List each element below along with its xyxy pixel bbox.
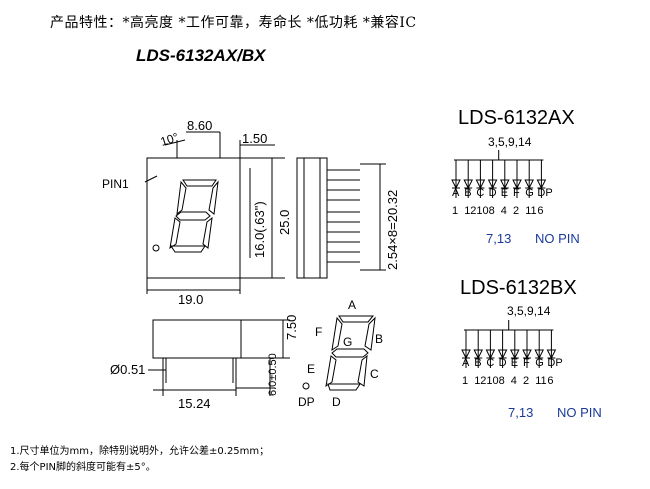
dp-dot [302, 382, 310, 390]
circuit-bx-title: LDS-6132BX [460, 277, 577, 299]
bx-segment-label-2: C [486, 357, 494, 369]
bx-diode-6 [534, 349, 545, 360]
ax-segment-label-5: F [513, 187, 520, 199]
bx-pin-label-2: 10 [486, 375, 498, 387]
bx-pin-label-6: 11 [535, 375, 546, 387]
dim-8-60: 8.60 [187, 118, 212, 133]
ax-pin-label-6: 11 [525, 205, 536, 217]
bx-segment-label-5: F [523, 357, 530, 369]
bx-diode-7 [546, 349, 557, 360]
dimension-labels: PIN1 10° 8.60 1.50 16.0(.63") 25.0 19.0 … [102, 107, 602, 420]
ax-pin-label-1: 12 [464, 205, 476, 217]
circuit-bx-nc-pins: 7,13 [508, 405, 533, 420]
ax-segment-label-0: A [452, 187, 460, 199]
ax-pin-label-3: 8 [489, 205, 495, 217]
bx-pin-label-0: 1 [462, 375, 468, 387]
bx-segment-label-1: B [474, 357, 481, 369]
dim-pitch: 2.54×8=20.32 [385, 190, 400, 270]
notes: 1.尺寸单位为mm，除特别说明外，允许公差±0.25mm； 2.每个PIN脚的斜… [10, 444, 269, 476]
bx-segment-label-6: G [535, 357, 544, 369]
note-1: 1.尺寸单位为mm，除特别说明外，允许公差±0.25mm； [10, 446, 270, 457]
dim-1-50: 1.50 [242, 131, 267, 146]
dim-6-0: 6.0±0.50 [267, 353, 279, 396]
dim-10deg: 10° [159, 130, 181, 149]
ax-diode-5 [512, 179, 522, 190]
bx-diode-0 [461, 349, 471, 360]
bx-pin-label-5: 2 [523, 375, 529, 387]
pin1-label: PIN1 [102, 177, 129, 191]
ax-diode-0 [451, 179, 461, 190]
front-body-outline [146, 157, 241, 279]
seg-label-c: C [370, 367, 379, 381]
ax-diode-6 [524, 179, 535, 190]
dim-15-24: 15.24 [178, 396, 211, 411]
front-digit [169, 179, 219, 253]
circuit-bx-nc-label: NO PIN [557, 405, 602, 420]
pin1-dot [152, 244, 160, 252]
seg-label-d: D [332, 395, 341, 409]
ax-segment-label-3: D [489, 187, 497, 199]
dim-7-50: 7.50 [284, 315, 299, 340]
front-view [144, 131, 285, 294]
dim-25-0: 25.0 [277, 210, 292, 235]
ax-diode-2 [475, 179, 486, 190]
ax-pin-label-5: 2 [513, 205, 519, 217]
segment-diagram [302, 315, 376, 391]
bx-diode-5 [522, 349, 532, 360]
circuit-ax-nc-label: NO PIN [535, 231, 580, 246]
ax-diode-3 [487, 179, 498, 190]
ax-diode-7 [536, 179, 547, 190]
ax-diode-1 [463, 179, 474, 190]
bx-diode-4 [509, 349, 520, 360]
seg-label-e: E [307, 362, 315, 376]
bottom-view [148, 319, 290, 396]
bx-diode-3 [497, 349, 508, 360]
bx-diode-1 [473, 349, 484, 360]
bx-segment-label-3: D [499, 357, 507, 369]
dim-19-0: 19.0 [178, 292, 203, 307]
ax-segment-label-7: DP [537, 187, 552, 199]
circuit-ax-title: LDS-6132AX [458, 107, 575, 129]
ax-diode-4 [499, 179, 510, 190]
bottom-body-outline [152, 319, 242, 359]
circuit-ax-nc-pins: 7,13 [486, 231, 511, 246]
ax-pin-label-7: 6 [537, 205, 543, 217]
seg-label-b: B [375, 332, 383, 346]
bx-pin-label-4: 4 [511, 375, 517, 387]
bx-pin-label-1: 12 [474, 375, 486, 387]
dim-pin-diameter: Ø0.51 [110, 362, 145, 377]
ax-pin-label-0: 1 [452, 205, 458, 217]
dim-16-0: 16.0(.63") [252, 201, 267, 258]
model-title: LDS-6132AX/BX [136, 46, 266, 65]
ax-segment-label-4: E [501, 187, 508, 199]
ax-pin-label-2: 10 [476, 205, 488, 217]
ax-segment-label-2: C [476, 187, 484, 199]
seg-label-dp: DP [298, 395, 315, 409]
ax-pin-label-4: 4 [501, 205, 507, 217]
side-view [296, 157, 386, 279]
bx-pin-label-7: 6 [547, 375, 553, 387]
circuit-ax-common: 3,5,9,14 [488, 135, 532, 149]
bx-pin-label-3: 8 [499, 375, 505, 387]
side-body-outline [296, 157, 328, 279]
seg-label-a: A [348, 298, 356, 312]
ax-segment-label-6: G [525, 187, 534, 199]
bx-diode-2 [485, 349, 496, 360]
circuit-bx-common: 3,5,9,14 [507, 304, 551, 318]
ax-segment-label-1: B [464, 187, 471, 199]
bx-segment-label-7: DP [547, 357, 562, 369]
seg-label-f: F [315, 325, 322, 339]
features-line: 产品特性：*高亮度 *工作可靠，寿命长 *低功耗 *兼容IC [50, 15, 417, 31]
note-2: 2.每个PIN脚的斜度可能有±5°。 [10, 462, 156, 473]
bx-segment-label-0: A [462, 357, 470, 369]
seg-label-g: G [343, 335, 352, 349]
bx-segment-label-4: E [511, 357, 518, 369]
